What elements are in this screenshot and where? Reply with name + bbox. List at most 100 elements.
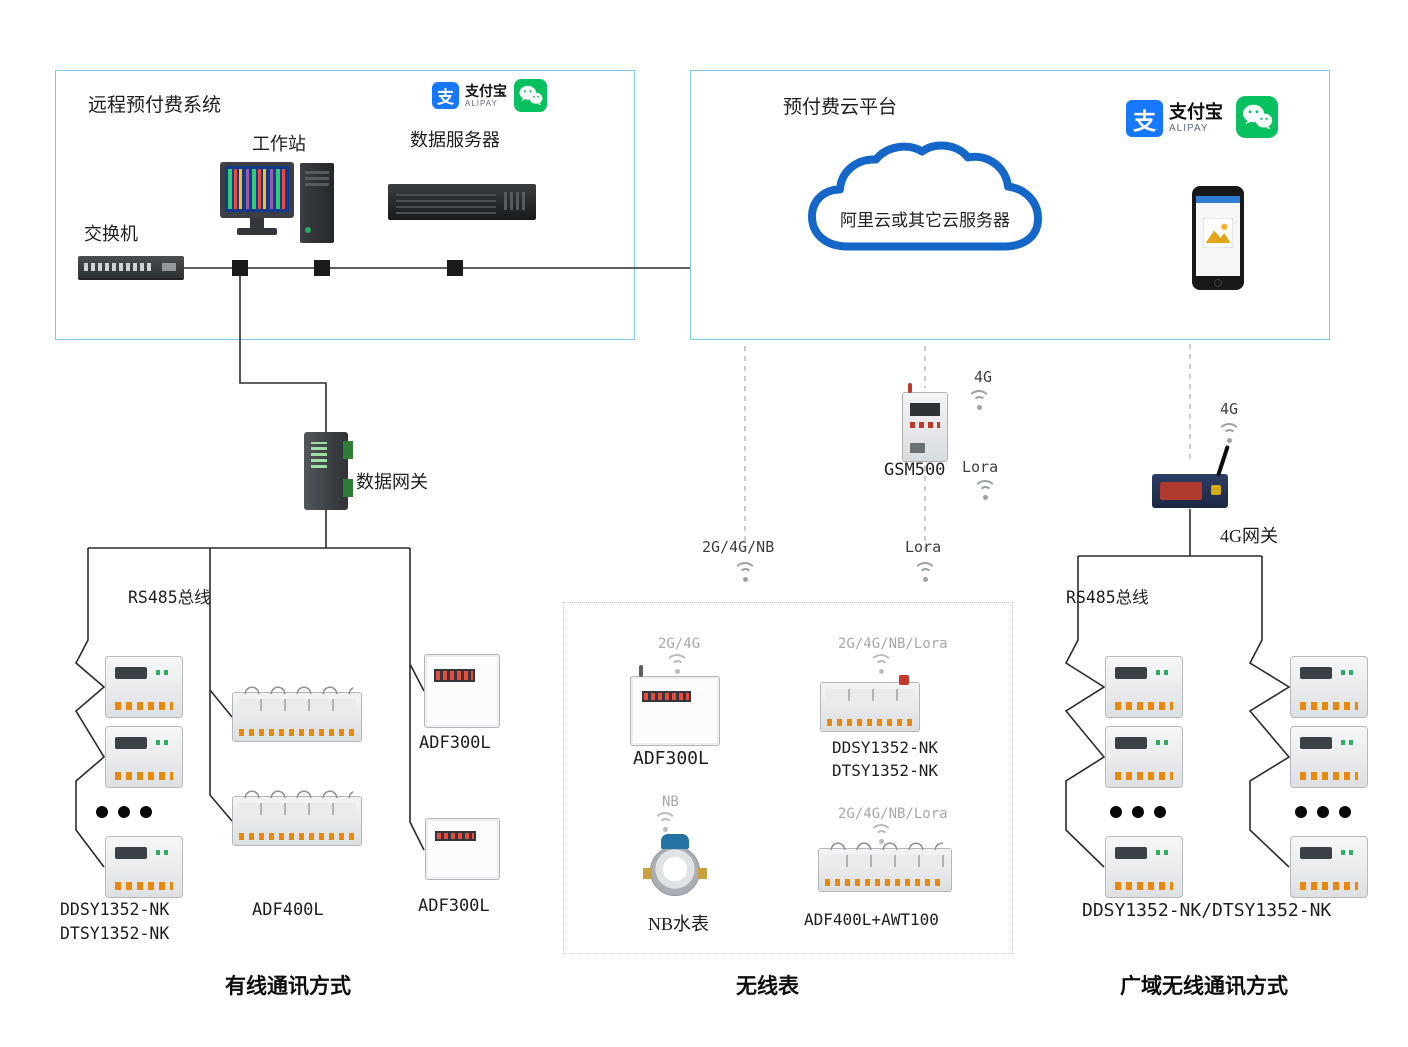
din-meter bbox=[1290, 656, 1368, 718]
wireless-meter-group-box bbox=[563, 602, 1013, 954]
din-meter bbox=[1105, 836, 1183, 898]
bus-tap-3 bbox=[447, 260, 463, 276]
cloud-shape: 阿里云或其它云服务器 bbox=[800, 140, 1050, 280]
wireless-meter-adf300l bbox=[630, 665, 720, 746]
gsm500-display bbox=[910, 403, 940, 416]
switch-label: 交换机 bbox=[84, 224, 138, 244]
gsm-4g-tag: 4G bbox=[974, 368, 993, 386]
wire-loops bbox=[241, 683, 353, 694]
right-box-title: 预付费云平台 bbox=[783, 97, 898, 118]
gateway4g-to-rs485-line bbox=[1078, 509, 1262, 557]
wifi-signal-icon bbox=[732, 562, 758, 584]
segment-display bbox=[434, 831, 476, 842]
meter-stack-label-2: DTSY1352-NK bbox=[60, 924, 170, 943]
smartphone bbox=[1192, 186, 1244, 290]
alipay-glyph: 支 bbox=[437, 88, 454, 107]
photo-icon bbox=[1203, 218, 1233, 248]
water-meter-pipe bbox=[698, 868, 707, 879]
alipay-logo: 支 支付宝 ALIPAY bbox=[1126, 100, 1223, 137]
din-meter bbox=[1290, 726, 1368, 788]
wired-section-title: 有线通讯方式 bbox=[225, 975, 351, 998]
alipay-wordmark: 支付宝 ALIPAY bbox=[1169, 102, 1223, 134]
4g-gateway-label: 4G网关 bbox=[1220, 526, 1278, 546]
wifi-signal-icon bbox=[868, 654, 894, 676]
adf400l-awt100-label: ADF400L+AWT100 bbox=[804, 910, 939, 929]
wifi-signal-icon bbox=[664, 654, 690, 676]
alipay-en-text: ALIPAY bbox=[465, 98, 498, 108]
alipay-cn-text: 支付宝 bbox=[1169, 102, 1223, 123]
wireless-adf300l-label: ADF300L bbox=[633, 748, 709, 769]
wifi-signal-icon bbox=[912, 562, 938, 584]
phone-screen bbox=[1196, 196, 1240, 276]
adf400l-label: ADF400L bbox=[252, 900, 324, 920]
gsm500-port bbox=[910, 443, 925, 453]
alipay-icon: 支 bbox=[1126, 100, 1163, 137]
din-meter bbox=[105, 836, 183, 898]
rs485-bus-label-wan: RS485总线 bbox=[1066, 588, 1149, 607]
rack-server-device bbox=[388, 184, 536, 220]
alipay-glyph: 支 bbox=[1133, 107, 1156, 134]
data-server-label: 数据服务器 bbox=[410, 130, 500, 150]
rs485-bus-label: RS485总线 bbox=[128, 588, 211, 607]
phone-home-button bbox=[1214, 279, 1222, 287]
wechat-icon bbox=[1236, 96, 1278, 138]
adf300l-top-label: ADF300L bbox=[419, 733, 491, 753]
drop-left-tag: 2G/4G/NB bbox=[702, 538, 775, 556]
wechat-icon bbox=[514, 79, 547, 112]
tag-2g4g-nb-lora-1: 2G/4G/NB/Lora bbox=[838, 636, 948, 652]
wireless-ddsy-label-1: DDSY1352-NK bbox=[832, 738, 938, 757]
rs485-left-bracket bbox=[74, 548, 106, 868]
water-meter bbox=[643, 834, 707, 898]
din-meter bbox=[1105, 726, 1183, 788]
din-meter bbox=[105, 726, 183, 788]
segment-display bbox=[433, 669, 476, 682]
gsm500-label: GSM500 bbox=[884, 460, 946, 480]
4g-gateway-device bbox=[1152, 444, 1230, 508]
ellipsis-dots bbox=[1110, 806, 1166, 818]
din-meter bbox=[105, 656, 183, 718]
wifi-signal-icon bbox=[1216, 423, 1242, 445]
ellipsis-dots bbox=[96, 806, 152, 818]
drop-mid-tag: Lora bbox=[905, 538, 942, 556]
tag-2g4g-nb-lora-2: 2G/4G/NB/Lora bbox=[838, 806, 948, 822]
phone-statusbar bbox=[1196, 196, 1240, 203]
wall-meter-adf300l bbox=[425, 818, 500, 880]
monitor-neck bbox=[250, 218, 264, 228]
bus-tap-1 bbox=[232, 260, 248, 276]
alipay-wordmark: 支付宝 ALIPAY bbox=[465, 83, 507, 108]
bus-tap-2 bbox=[314, 260, 330, 276]
rs485-wan-left-bracket bbox=[1064, 556, 1106, 868]
gsm500-device bbox=[902, 383, 948, 462]
adf300l-bottom-label: ADF300L bbox=[418, 896, 490, 916]
workstation-monitor bbox=[220, 162, 294, 242]
data-gateway-device bbox=[304, 432, 353, 510]
ellipsis-dots bbox=[1295, 806, 1351, 818]
right-4g-tag: 4G bbox=[1220, 400, 1239, 418]
wireless-rail-meter-adf400l-awt100 bbox=[818, 839, 952, 892]
rs485-adf400l-bracket bbox=[209, 548, 233, 822]
wireless-ddsy-label-2: DTSY1352-NK bbox=[832, 761, 938, 780]
rail-meter-adf400l bbox=[232, 787, 362, 846]
gsm500-buttons bbox=[910, 422, 940, 428]
wireless-section-title: 无线表 bbox=[736, 975, 799, 998]
meter-stack-label-1: DDSY1352-NK bbox=[60, 900, 170, 919]
water-meter-dial bbox=[650, 846, 700, 896]
rs485-wan-right-bracket bbox=[1248, 556, 1291, 868]
tag-2g4g: 2G/4G bbox=[658, 636, 701, 652]
gsm-lora-tag: Lora bbox=[962, 458, 999, 476]
workstation-tower bbox=[300, 163, 334, 243]
cloud-label: 阿里云或其它云服务器 bbox=[840, 211, 1010, 230]
tag-nb: NB bbox=[662, 794, 679, 810]
water-meter-pipe bbox=[643, 868, 652, 879]
wifi-signal-icon bbox=[972, 480, 998, 502]
remote-prepaid-system-box bbox=[55, 70, 635, 340]
wifi-signal-icon bbox=[966, 390, 992, 412]
alipay-cn-text: 支付宝 bbox=[465, 82, 507, 99]
wifi-signal-icon bbox=[868, 824, 894, 846]
workstation-label: 工作站 bbox=[252, 134, 306, 154]
wireless-meter-ddsy bbox=[820, 675, 920, 732]
segment-display bbox=[641, 690, 691, 703]
alipay-logo: 支 支付宝 ALIPAY bbox=[432, 82, 507, 109]
